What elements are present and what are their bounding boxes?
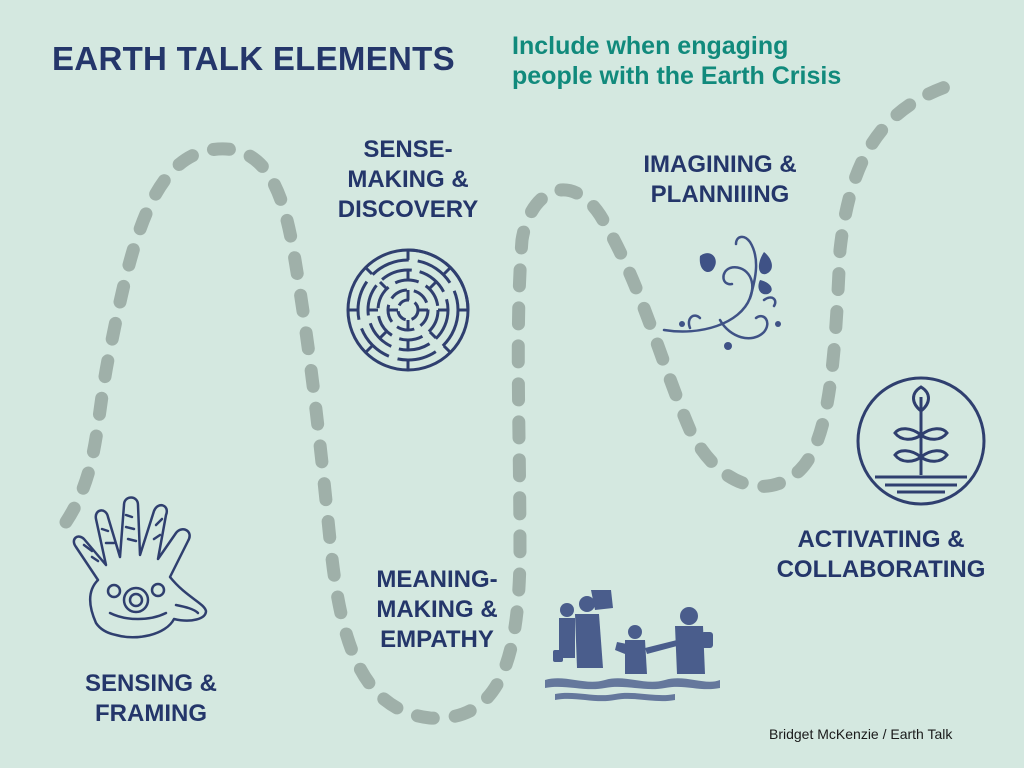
stage-sense-making-discovery: SENSE- MAKING & DISCOVERY	[318, 135, 498, 225]
swirl-vine-icon	[662, 235, 781, 350]
stage-label-line1: ACTIVATING &	[797, 526, 965, 553]
stage-label-line3: EMPATHY	[380, 626, 494, 653]
stage-label-line1: MEANING-	[376, 566, 498, 593]
page-title: EARTH TALK ELEMENTS	[52, 40, 455, 77]
stage-label-line3: DISCOVERY	[337, 196, 479, 223]
stage-meaning-making-empathy: MEANING- MAKING & EMPATHY	[362, 565, 512, 655]
hand-icon	[72, 496, 208, 639]
stage-sensing-framing: SENSING & FRAMING	[66, 669, 236, 729]
stage-label-line2: FRAMING	[95, 700, 207, 727]
stage-activating-collaborating: ACTIVATING & COLLABORATING	[765, 525, 997, 585]
stage-label-line2: COLLABORATING	[776, 556, 986, 583]
stage-imagining-planning: IMAGINING & PLANNIIING	[630, 150, 810, 210]
page-subtitle: Include when engaging people with the Ea…	[512, 31, 841, 91]
stage-label-line2: MAKING &	[376, 596, 498, 623]
stage-label-line2: PLANNIIING	[650, 181, 790, 208]
family-wading-icon	[545, 590, 720, 702]
credit-text: Bridget McKenzie / Earth Talk	[769, 726, 953, 742]
maze-icon	[346, 248, 470, 372]
subtitle-line2: people with the Earth Crisis	[512, 62, 842, 90]
stage-label-line1: SENSE-	[363, 136, 453, 163]
stage-label-line1: SENSING &	[84, 670, 218, 697]
stage-label-line1: IMAGINING &	[643, 151, 797, 178]
subtitle-line1: Include when engaging	[512, 32, 789, 60]
sprout-circle-icon	[856, 376, 986, 506]
stage-label-line2: MAKING &	[347, 166, 469, 193]
